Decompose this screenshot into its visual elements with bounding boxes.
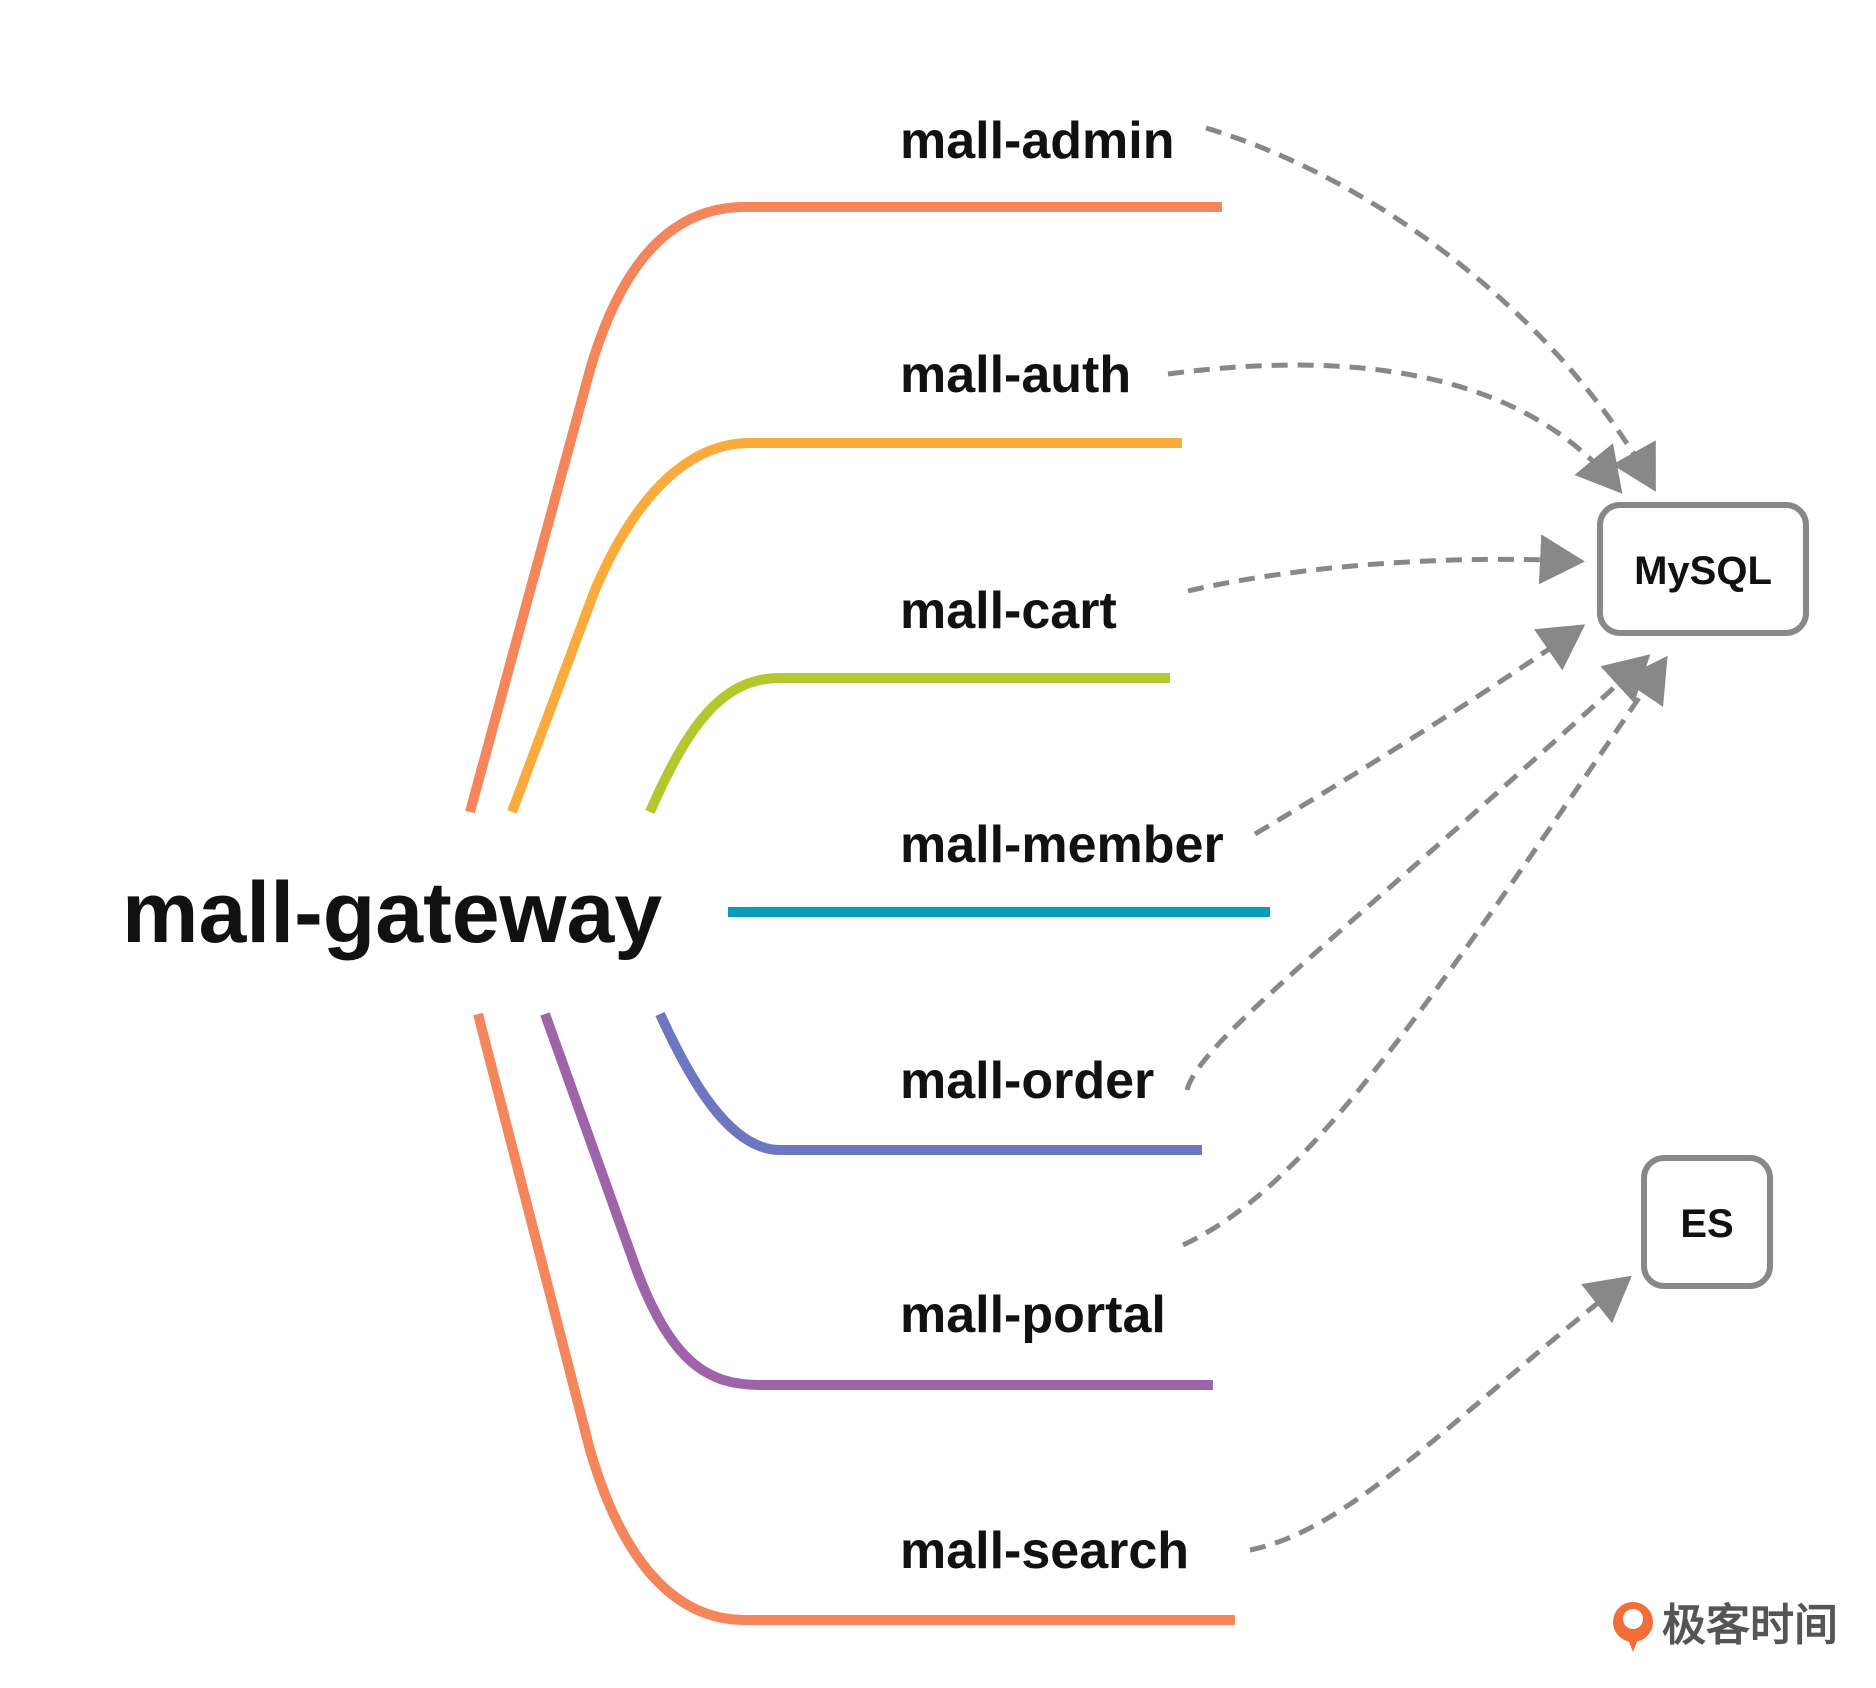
branch-line-cart: [645, 673, 1170, 814]
arrow-portal-to-mysql: [1181, 655, 1668, 1248]
service-label-auth: mall-auth: [900, 346, 1131, 404]
mysql-box: [1597, 502, 1809, 636]
branch-lines: [465, 202, 1270, 1625]
service-label-admin: mall-admin: [900, 112, 1175, 170]
mysql-node: MySQL: [1597, 502, 1809, 636]
geektime-logo-icon: [1613, 1602, 1653, 1652]
es-label: ES: [1680, 1202, 1733, 1246]
service-label-member: mall-member: [900, 816, 1224, 874]
es-box: [1641, 1155, 1773, 1289]
branch-line-auth: [507, 438, 1182, 814]
mysql-label: MySQL: [1634, 549, 1772, 593]
branch-line-portal: [540, 1012, 1213, 1390]
arrow-cart-to-mysql: [1187, 534, 1585, 594]
service-label-order: mall-order: [900, 1052, 1154, 1110]
branch-line-search: [473, 1012, 1235, 1625]
arrow-order-to-mysql: [1184, 654, 1651, 1091]
arrow-admin-to-mysql: [1205, 125, 1656, 492]
arrow-auth-to-mysql: [1167, 362, 1623, 494]
arrow-search-to-es: [1249, 1275, 1632, 1553]
service-label-cart: mall-cart: [900, 582, 1117, 640]
watermark-text: 极客时间: [1662, 1600, 1838, 1651]
service-label-search: mall-search: [900, 1522, 1189, 1580]
branch-line-order: [655, 1011, 1202, 1155]
branch-line-admin: [465, 202, 1222, 814]
root-node-label: mall-gateway: [122, 865, 662, 961]
service-labels: mall-admin mall-auth mall-cart mall-member m…: [900, 112, 1224, 1580]
arrow-member-to-mysql: [1253, 624, 1586, 837]
connection-arrows: [1167, 125, 1668, 1553]
es-node: ES: [1641, 1155, 1773, 1289]
watermark: 极客时间: [1613, 1600, 1838, 1652]
service-label-portal: mall-portal: [900, 1286, 1166, 1344]
